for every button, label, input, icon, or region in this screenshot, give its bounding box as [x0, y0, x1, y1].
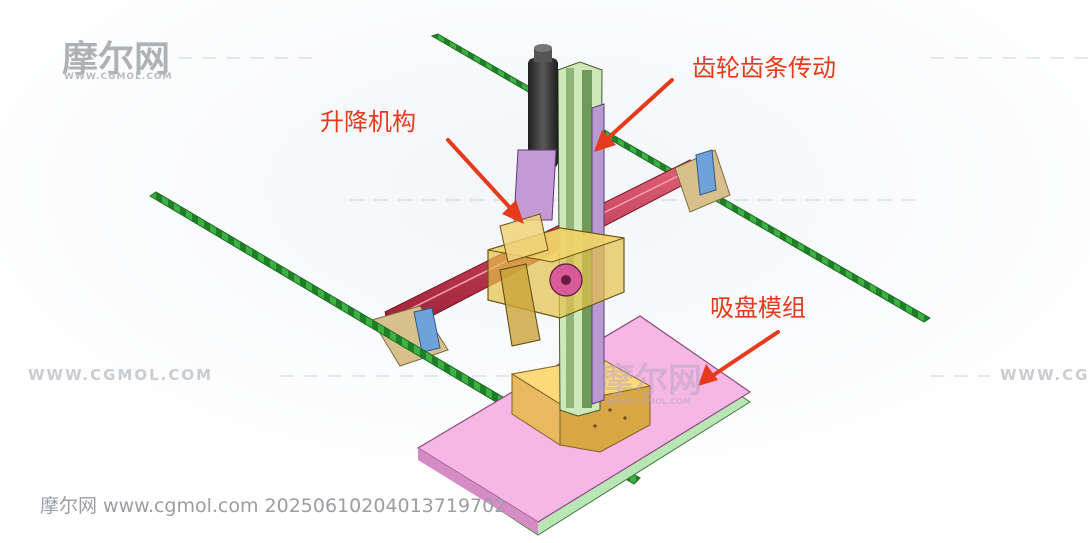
watermark-url-right: WWW.CG [1000, 366, 1090, 384]
arrows [446, 78, 780, 386]
watermark-logo: 摩尔网 [62, 39, 171, 80]
arrow-suction-head [698, 364, 718, 386]
arrow-suction [710, 330, 780, 378]
label-rack-pinion-drive: 齿轮齿条传动 [692, 54, 836, 82]
motor [513, 44, 558, 221]
arrow-rack [604, 78, 674, 142]
watermark-guides [178, 57, 1090, 377]
arrow-lifting-head [502, 200, 524, 224]
arrow-lifting [446, 138, 514, 212]
watermark-logo-sub: WWW.CGMOL.COM [64, 72, 173, 82]
footer-watermark: 摩尔网 www.cgmol.com 20250610204013719702 [40, 495, 507, 517]
arrow-rack-head [594, 130, 616, 152]
watermark-center-sub: WWW.CGMOL.COM [606, 397, 691, 406]
label-lifting-mechanism: 升降机构 [320, 108, 416, 136]
clamp-left [695, 149, 717, 196]
watermark-center-logo: 摩尔网 [600, 361, 702, 401]
label-suction-cup-module: 吸盘模组 [710, 294, 806, 322]
carriage-housing [487, 213, 625, 347]
watermark-url-left: WWW.CGMOL.COM [28, 366, 214, 384]
